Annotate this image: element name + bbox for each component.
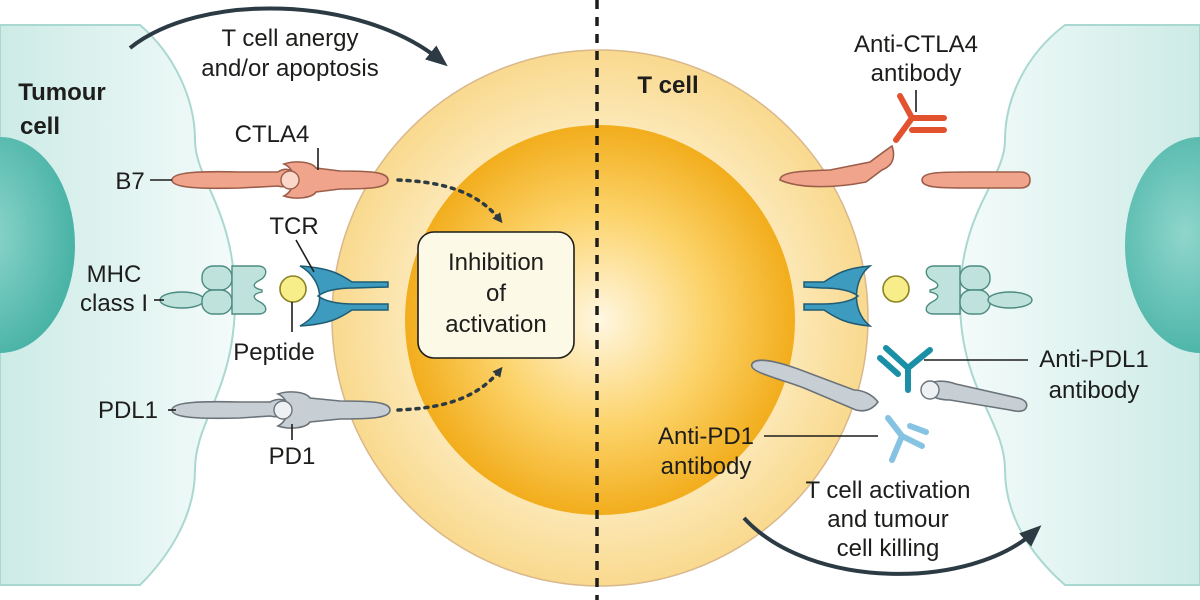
tcr-receptor-left	[299, 265, 389, 327]
peptide-antigen	[279, 275, 307, 303]
anergy-arrow	[128, 6, 448, 67]
tumour-nucleus-left	[0, 137, 75, 353]
mhc-domain-a2	[201, 289, 233, 315]
peptide-label: Peptide	[233, 339, 314, 366]
inhibition-box: Inhibition of activation	[417, 231, 575, 359]
mhc-domain-b1	[959, 265, 991, 291]
inhibition-text-1: Inhibition	[448, 249, 544, 276]
pdl1-label: PDL1	[98, 397, 158, 424]
anti-pd1-antibody	[885, 415, 929, 463]
ctla4-label: CTLA4	[235, 121, 310, 148]
mhc-domain-b2	[959, 289, 991, 315]
b7-ligand-left	[171, 168, 297, 190]
pdl1-pd1-complex	[171, 391, 391, 429]
pdl1-ligand-right	[925, 380, 1028, 413]
activation-label-1: T cell activation	[806, 477, 971, 504]
anti-pd1-label-1: Anti-PD1	[658, 423, 754, 450]
mhc-stalk-left	[159, 291, 205, 309]
inhibition-text-2: of	[486, 280, 506, 307]
tumour-cell-right	[958, 24, 1200, 586]
b7-ctla4-complex	[171, 161, 389, 199]
pd1-label: PD1	[269, 443, 316, 470]
mhc-peptide-groove-right	[925, 265, 961, 315]
ctla4-antibody-blocked	[779, 90, 1031, 189]
inhibition-box-frame	[417, 231, 575, 359]
mhc-domain-a1	[201, 265, 233, 291]
mhc-stalk-right	[987, 291, 1033, 309]
tcr-mhc-complex-right	[803, 265, 1033, 327]
tcr-leader	[295, 239, 315, 273]
pdl1-tip-right	[920, 380, 940, 400]
anti-ctla4-label-2: antibody	[871, 60, 962, 87]
ctla4-binding-site	[280, 170, 300, 190]
pd1-receptor-left	[275, 391, 391, 429]
activation-arrow	[742, 516, 1042, 576]
tumour-cell-label-1: Tumour	[18, 79, 106, 106]
anti-ctla4-antibody	[893, 93, 947, 143]
ctla4-receptor-left	[281, 161, 389, 199]
t-cell-label: T cell	[637, 72, 698, 99]
b7-label: B7	[115, 168, 144, 195]
pdl1-ligand-left	[171, 398, 291, 420]
mhc-peptide-groove	[231, 265, 267, 315]
tcr-receptor-right	[803, 265, 873, 327]
anti-pdl1-antibody	[877, 345, 933, 393]
mhc-tcr-complex	[159, 265, 389, 327]
t-cell	[331, 49, 869, 587]
ctla4-receptor-right	[779, 144, 895, 188]
mhc-label-2: class I	[80, 290, 148, 317]
tumour-cell-label-2: cell	[20, 113, 60, 140]
pd1-pdl1-blocked	[751, 345, 1028, 463]
activation-label-2: and tumour	[827, 506, 948, 533]
b7-ligand-right	[921, 171, 1031, 189]
activation-label-3: cell killing	[837, 535, 940, 562]
tumour-cell-left	[0, 24, 237, 586]
tcr-label: TCR	[269, 213, 318, 240]
ctla4-signal-arrow	[396, 178, 503, 224]
anergy-label-2: and/or apoptosis	[201, 55, 378, 82]
peptide-antigen-right	[882, 275, 910, 303]
anti-pdl1-label-1: Anti-PDL1	[1039, 346, 1148, 373]
anti-ctla4-label-1: Anti-CTLA4	[854, 31, 978, 58]
anergy-label-1: T cell anergy	[222, 25, 359, 52]
pd1-receptor-right	[751, 359, 880, 412]
pd1-signal-arrow	[396, 366, 503, 412]
pd1-binding-site	[273, 400, 293, 420]
anti-pd1-label-2: antibody	[661, 453, 752, 480]
mhc-label-1: MHC	[87, 261, 142, 288]
inhibition-text-3: activation	[445, 311, 546, 338]
tumour-nucleus-right	[1125, 137, 1200, 353]
anti-pdl1-label-2: antibody	[1049, 377, 1140, 404]
